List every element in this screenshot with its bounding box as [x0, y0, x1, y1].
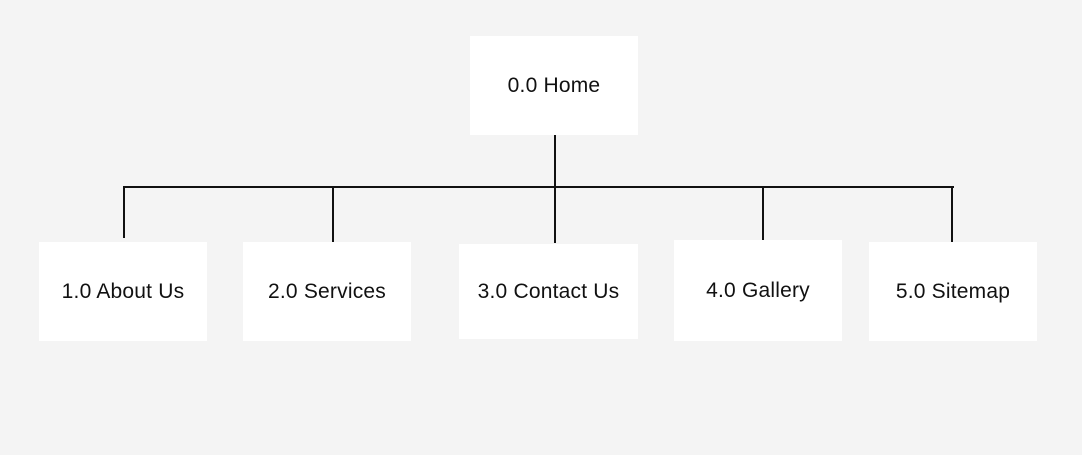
connector-horizontal-bus	[123, 186, 954, 188]
node-home-label: 0.0 Home	[507, 73, 601, 97]
connector-drop-sitemap	[951, 186, 953, 243]
node-sitemap: 5.0 Sitemap	[869, 242, 1037, 341]
node-contact-us-label: 3.0 Contact Us	[477, 279, 620, 303]
node-services: 2.0 Services	[243, 242, 411, 341]
connector-drop-contact-us	[554, 186, 556, 243]
node-gallery: 4.0 Gallery	[674, 240, 842, 341]
connector-drop-gallery	[762, 186, 764, 243]
node-home: 0.0 Home	[470, 36, 638, 135]
node-services-label: 2.0 Services	[268, 279, 386, 303]
node-sitemap-label: 5.0 Sitemap	[895, 279, 1011, 303]
node-about-us-label: 1.0 About Us	[61, 279, 185, 303]
node-contact-us: 3.0 Contact Us	[459, 244, 638, 339]
node-gallery-label: 4.0 Gallery	[706, 278, 810, 302]
connector-drop-services	[332, 186, 334, 243]
connector-root-trunk	[554, 135, 556, 187]
node-about-us: 1.0 About Us	[39, 242, 207, 341]
connector-drop-about-us	[123, 186, 125, 238]
